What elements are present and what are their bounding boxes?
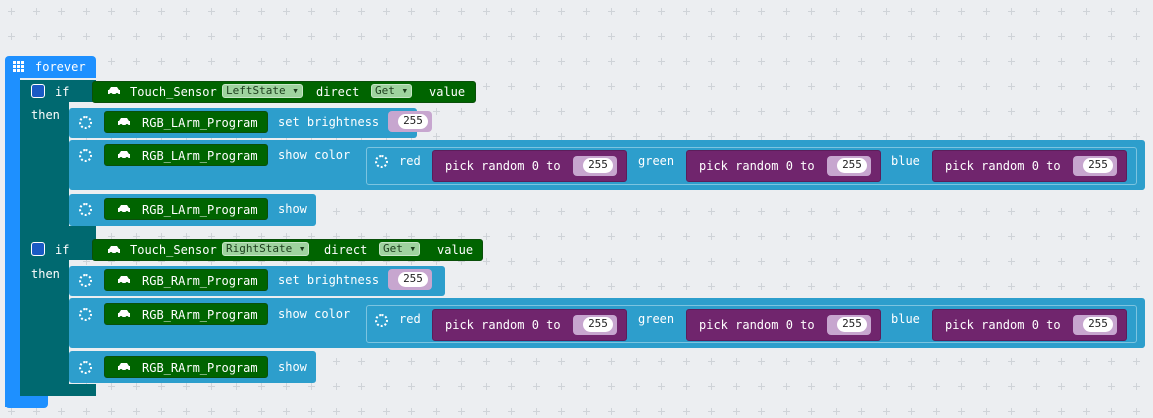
if-block-1-bottom [20, 226, 96, 238]
grid-icon [13, 61, 24, 72]
forever-label: forever [35, 60, 86, 74]
dropdown-arrow-icon: ▾ [292, 84, 299, 97]
blue-label: blue [891, 312, 920, 326]
red-label: red [399, 312, 421, 326]
then-label: then [31, 267, 60, 281]
rgb-object-block[interactable] [104, 111, 268, 133]
rgb-object-block[interactable] [104, 144, 268, 166]
condition-object: Touch_Sensor [130, 243, 217, 257]
car-icon [118, 276, 130, 285]
forever-block[interactable] [5, 56, 96, 78]
set-brightness-label: set brightness [278, 273, 380, 287]
loading-icon [79, 203, 92, 216]
show-label: show [278, 360, 307, 374]
pick-random-label: pick random 0 to [445, 318, 561, 332]
rgb-object-block[interactable] [104, 198, 268, 220]
car-icon [118, 310, 130, 319]
rgb-object-label: RGB_LArm_Program [142, 203, 258, 217]
pick-random-label: pick random 0 to [945, 318, 1061, 332]
direct-label: direct [324, 243, 368, 257]
green-label: green [638, 154, 675, 168]
rgb-object-label: RGB_LArm_Program [142, 149, 258, 163]
value-label: value [437, 243, 474, 257]
rgb-object-label: RGB_RArm_Program [142, 308, 258, 322]
condition-object: Touch_Sensor [130, 85, 217, 99]
if-block-2-bottom [20, 384, 96, 396]
car-icon [118, 363, 130, 372]
if-label: if [55, 243, 70, 257]
random-max-value[interactable]: 255 [583, 317, 613, 332]
car-icon [118, 151, 130, 160]
pick-random-label: pick random 0 to [699, 318, 815, 332]
then-label: then [31, 108, 60, 122]
loading-icon [79, 361, 92, 374]
loading-icon [375, 314, 388, 327]
rgb-object-block[interactable] [104, 303, 268, 325]
gear-icon[interactable] [31, 84, 45, 98]
car-icon [118, 205, 130, 214]
state-value: RightState [226, 242, 293, 255]
loading-icon [79, 149, 92, 162]
pick-random-label: pick random 0 to [945, 159, 1061, 173]
state-dropdown[interactable]: RightState ▾ [222, 242, 310, 256]
pick-random-blue[interactable] [932, 309, 1127, 341]
brightness-value[interactable]: 255 [398, 114, 428, 129]
brightness-value[interactable]: 255 [398, 272, 428, 287]
green-label: green [638, 312, 675, 326]
forever-bottom [5, 396, 48, 408]
show-label: show [278, 202, 307, 216]
car-icon [108, 246, 120, 255]
state-value: LeftState [226, 84, 286, 97]
dropdown-arrow-icon: ▾ [298, 242, 306, 255]
pick-random-label: pick random 0 to [699, 159, 815, 173]
if-block-1-bar [20, 80, 69, 240]
state-dropdown[interactable]: LeftState ▾ [222, 84, 303, 98]
random-max-value[interactable]: 255 [837, 317, 867, 332]
forever-left-bar [5, 70, 20, 407]
random-max-value[interactable]: 255 [837, 158, 867, 173]
random-max-value[interactable]: 255 [1083, 317, 1113, 332]
random-max-value[interactable]: 255 [583, 158, 613, 173]
blue-label: blue [891, 154, 920, 168]
rgb-object-block[interactable] [104, 356, 268, 378]
car-icon [118, 118, 130, 127]
loading-icon [79, 116, 92, 129]
rgb-object-label: RGB_LArm_Program [142, 116, 258, 130]
gear-icon[interactable] [31, 242, 45, 256]
if-block-2-bar [20, 238, 69, 396]
loading-icon [79, 274, 92, 287]
show-color-label: show color [278, 148, 351, 162]
pick-random-label: pick random 0 to [445, 159, 561, 173]
dropdown-arrow-icon: ▾ [409, 242, 417, 255]
mode-dropdown[interactable]: Get ▾ [379, 242, 421, 256]
set-brightness-label: set brightness [278, 115, 380, 129]
show-color-label: show color [278, 307, 351, 321]
loading-icon [375, 155, 388, 168]
rgb-object-label: RGB_RArm_Program [142, 361, 258, 375]
rgb-object-label: RGB_RArm_Program [142, 274, 258, 288]
random-max-value[interactable]: 255 [1083, 158, 1113, 173]
mode-value: Get [383, 242, 403, 255]
value-label: value [429, 85, 466, 99]
rgb-object-block[interactable] [104, 269, 268, 291]
mode-value: Get [375, 84, 395, 97]
if-label: if [55, 85, 70, 99]
red-label: red [399, 154, 421, 168]
mode-dropdown[interactable]: Get ▾ [371, 84, 413, 98]
car-icon [108, 87, 120, 96]
dropdown-arrow-icon: ▾ [401, 84, 409, 97]
loading-icon [79, 308, 92, 321]
direct-label: direct [316, 85, 360, 99]
